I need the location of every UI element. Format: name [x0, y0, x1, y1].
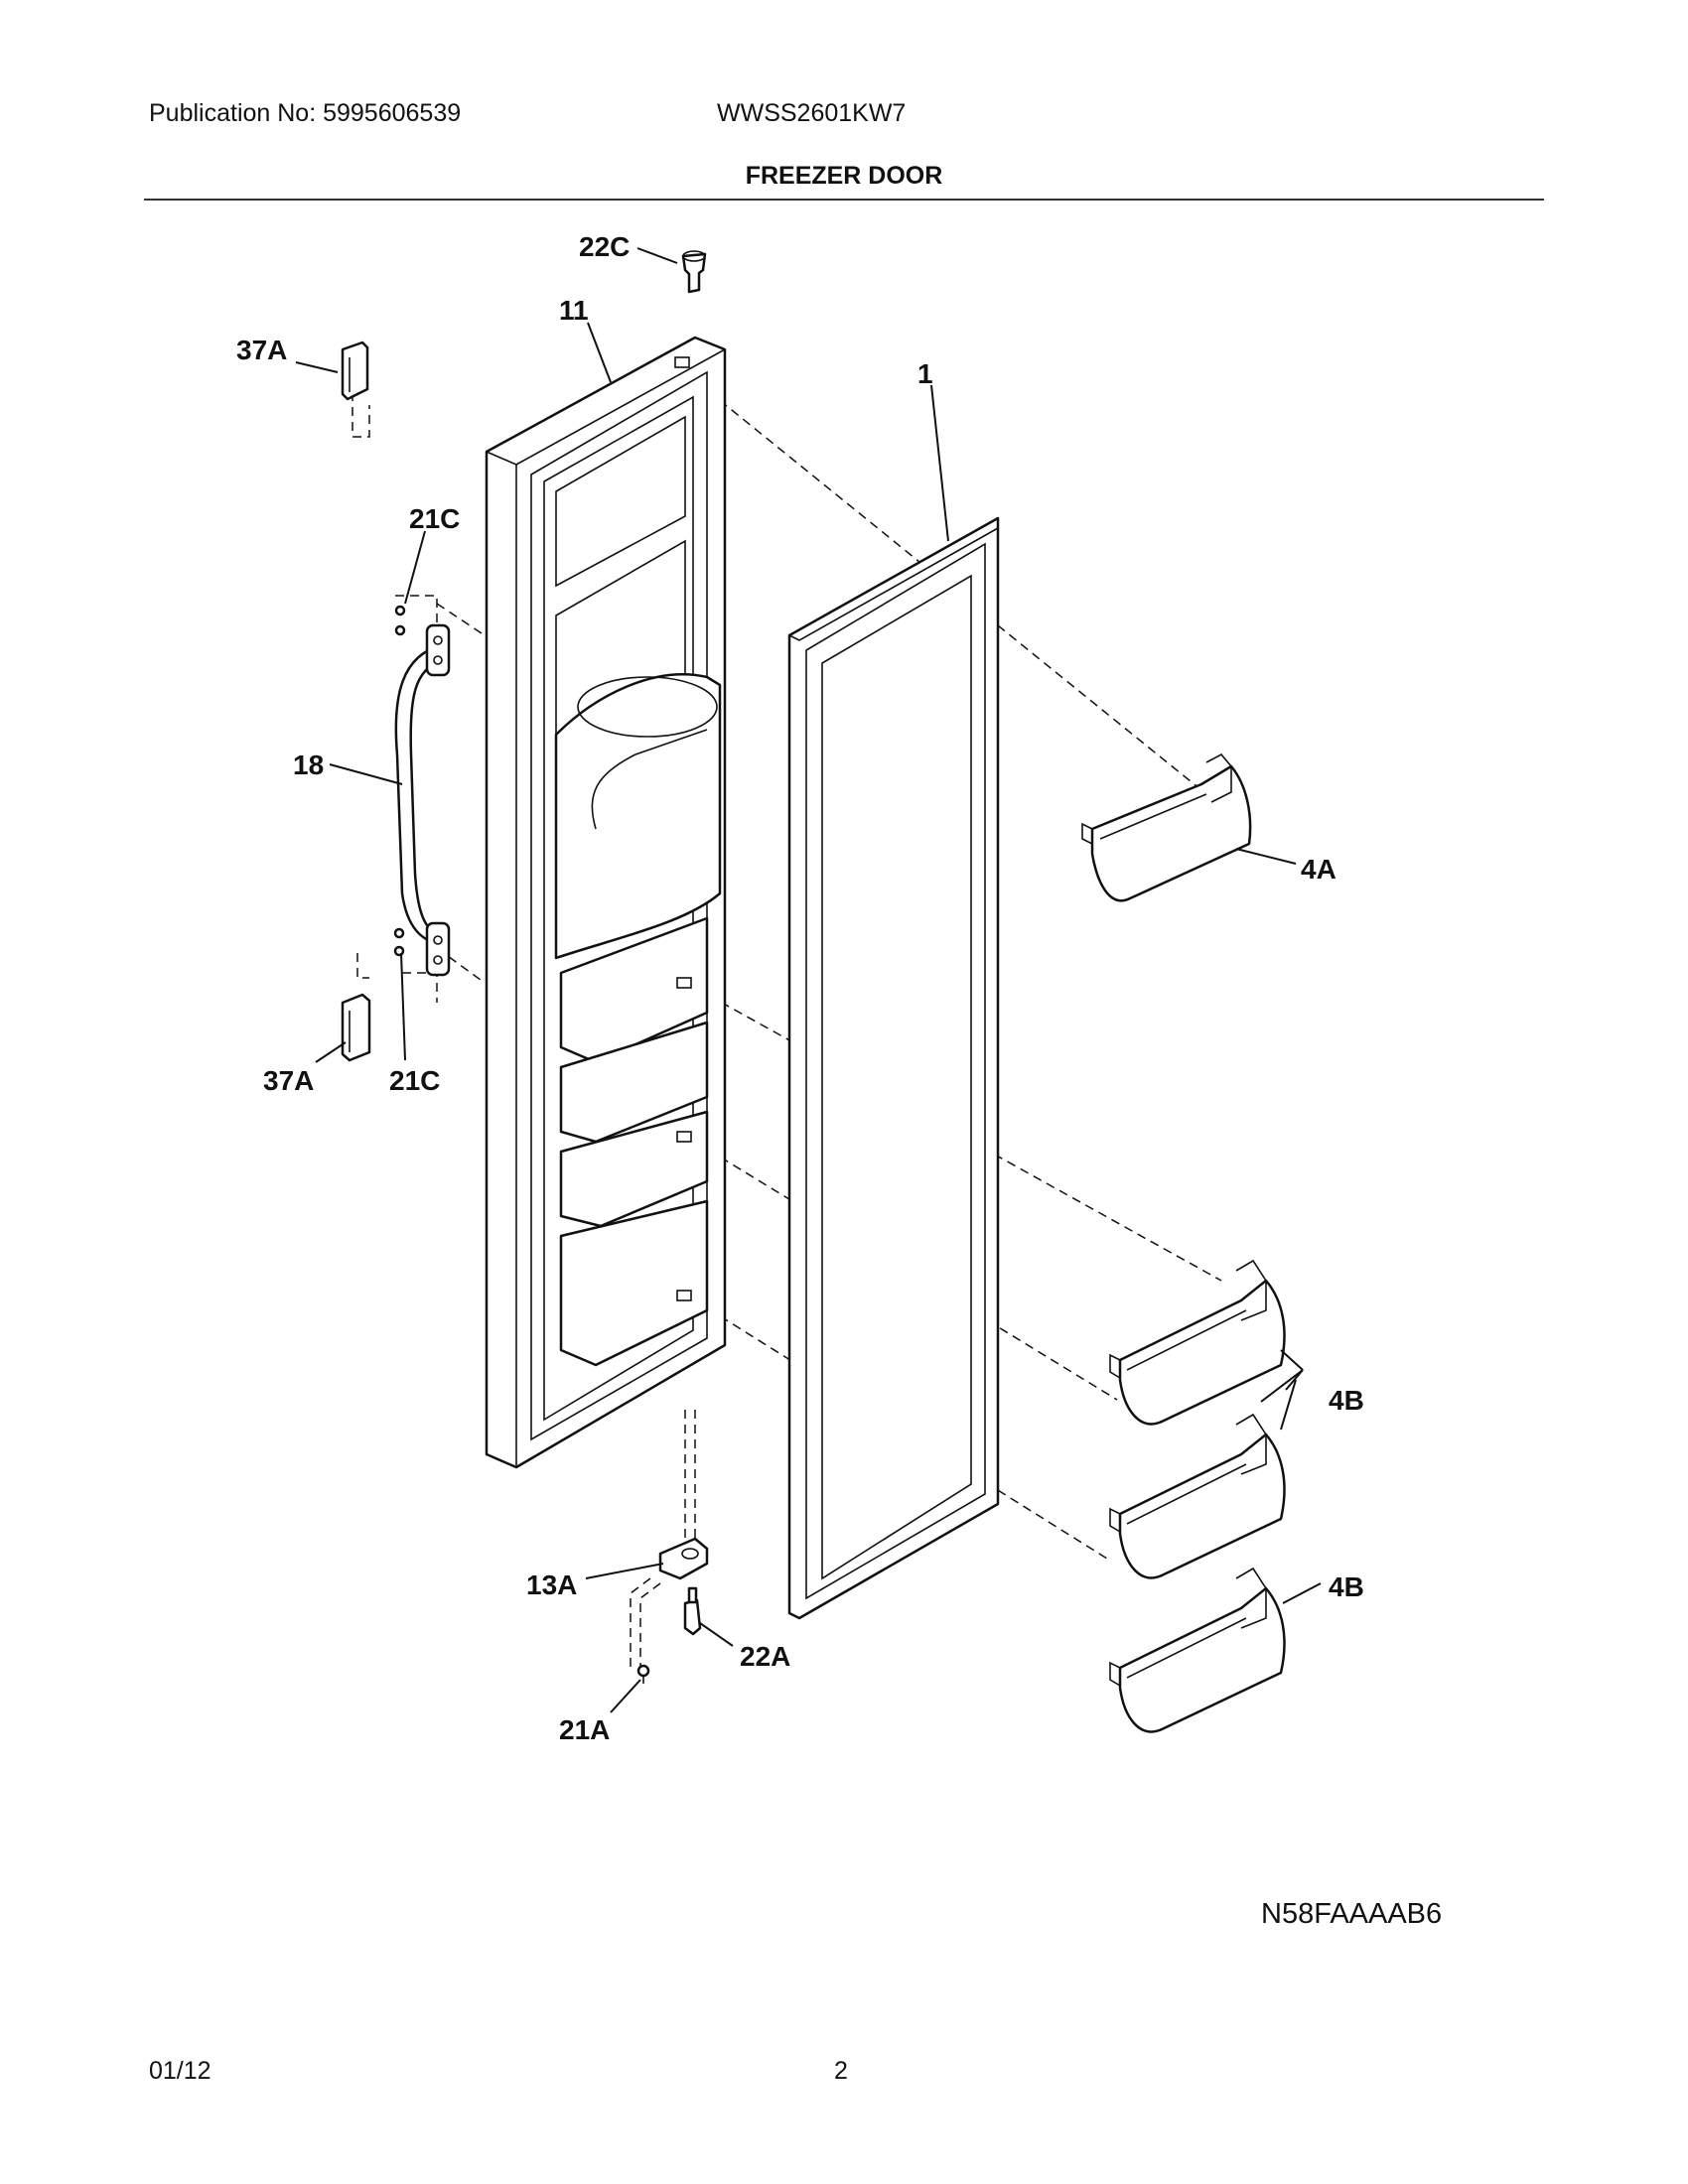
callout-leaders: [295, 247, 1322, 1713]
callout-21C-top: 21C: [409, 503, 460, 534]
hinge-part-13A: [658, 1537, 709, 1580]
callout-18: 18: [293, 750, 324, 780]
callout-22A: 22A: [740, 1641, 790, 1672]
callout-37A-top: 37A: [236, 335, 287, 365]
end-cap-part-37A-top: [341, 341, 369, 401]
publication-number: Publication No: 5995606539: [149, 99, 462, 127]
page-title: FREEZER DOOR: [745, 162, 943, 190]
model-number: WWSS2601KW7: [717, 99, 907, 127]
door-bin-part-4B-2: [1109, 1413, 1286, 1579]
callout-37A-bottom: 37A: [263, 1065, 314, 1096]
callout-4B-top: 4B: [1329, 1385, 1364, 1416]
bushing-part-22C: [681, 250, 707, 294]
callout-4B-bottom: 4B: [1329, 1571, 1364, 1602]
door-bin-part-4A: [1081, 752, 1252, 902]
door-bin-part-4B-3: [1109, 1567, 1286, 1733]
screw-part-21A: [636, 1664, 650, 1684]
door-bin-part-4B-1: [1109, 1259, 1286, 1426]
footer-date: 01/12: [149, 2057, 211, 2085]
door-liner-part-11: [485, 336, 727, 1469]
callout-13A: 13A: [526, 1570, 577, 1600]
diagram-code: N58FAAAAB6: [1261, 1898, 1443, 1930]
page-number: 2: [834, 2057, 848, 2085]
handle-part-18: [394, 623, 451, 977]
assembly-guide-lines: [352, 371, 1222, 1673]
callout-4A: 4A: [1301, 854, 1336, 885]
callout-1: 1: [917, 358, 933, 389]
hinge-pin-part-22A: [683, 1586, 702, 1636]
callout-11: 11: [559, 295, 589, 326]
end-cap-part-37A-bottom: [341, 993, 371, 1062]
header-divider: [144, 199, 1544, 201]
callout-21C-bottom: 21C: [389, 1065, 440, 1096]
callout-22C: 22C: [579, 231, 630, 262]
callout-21A: 21A: [559, 1714, 610, 1745]
door-gasket-part-1: [787, 516, 1000, 1620]
